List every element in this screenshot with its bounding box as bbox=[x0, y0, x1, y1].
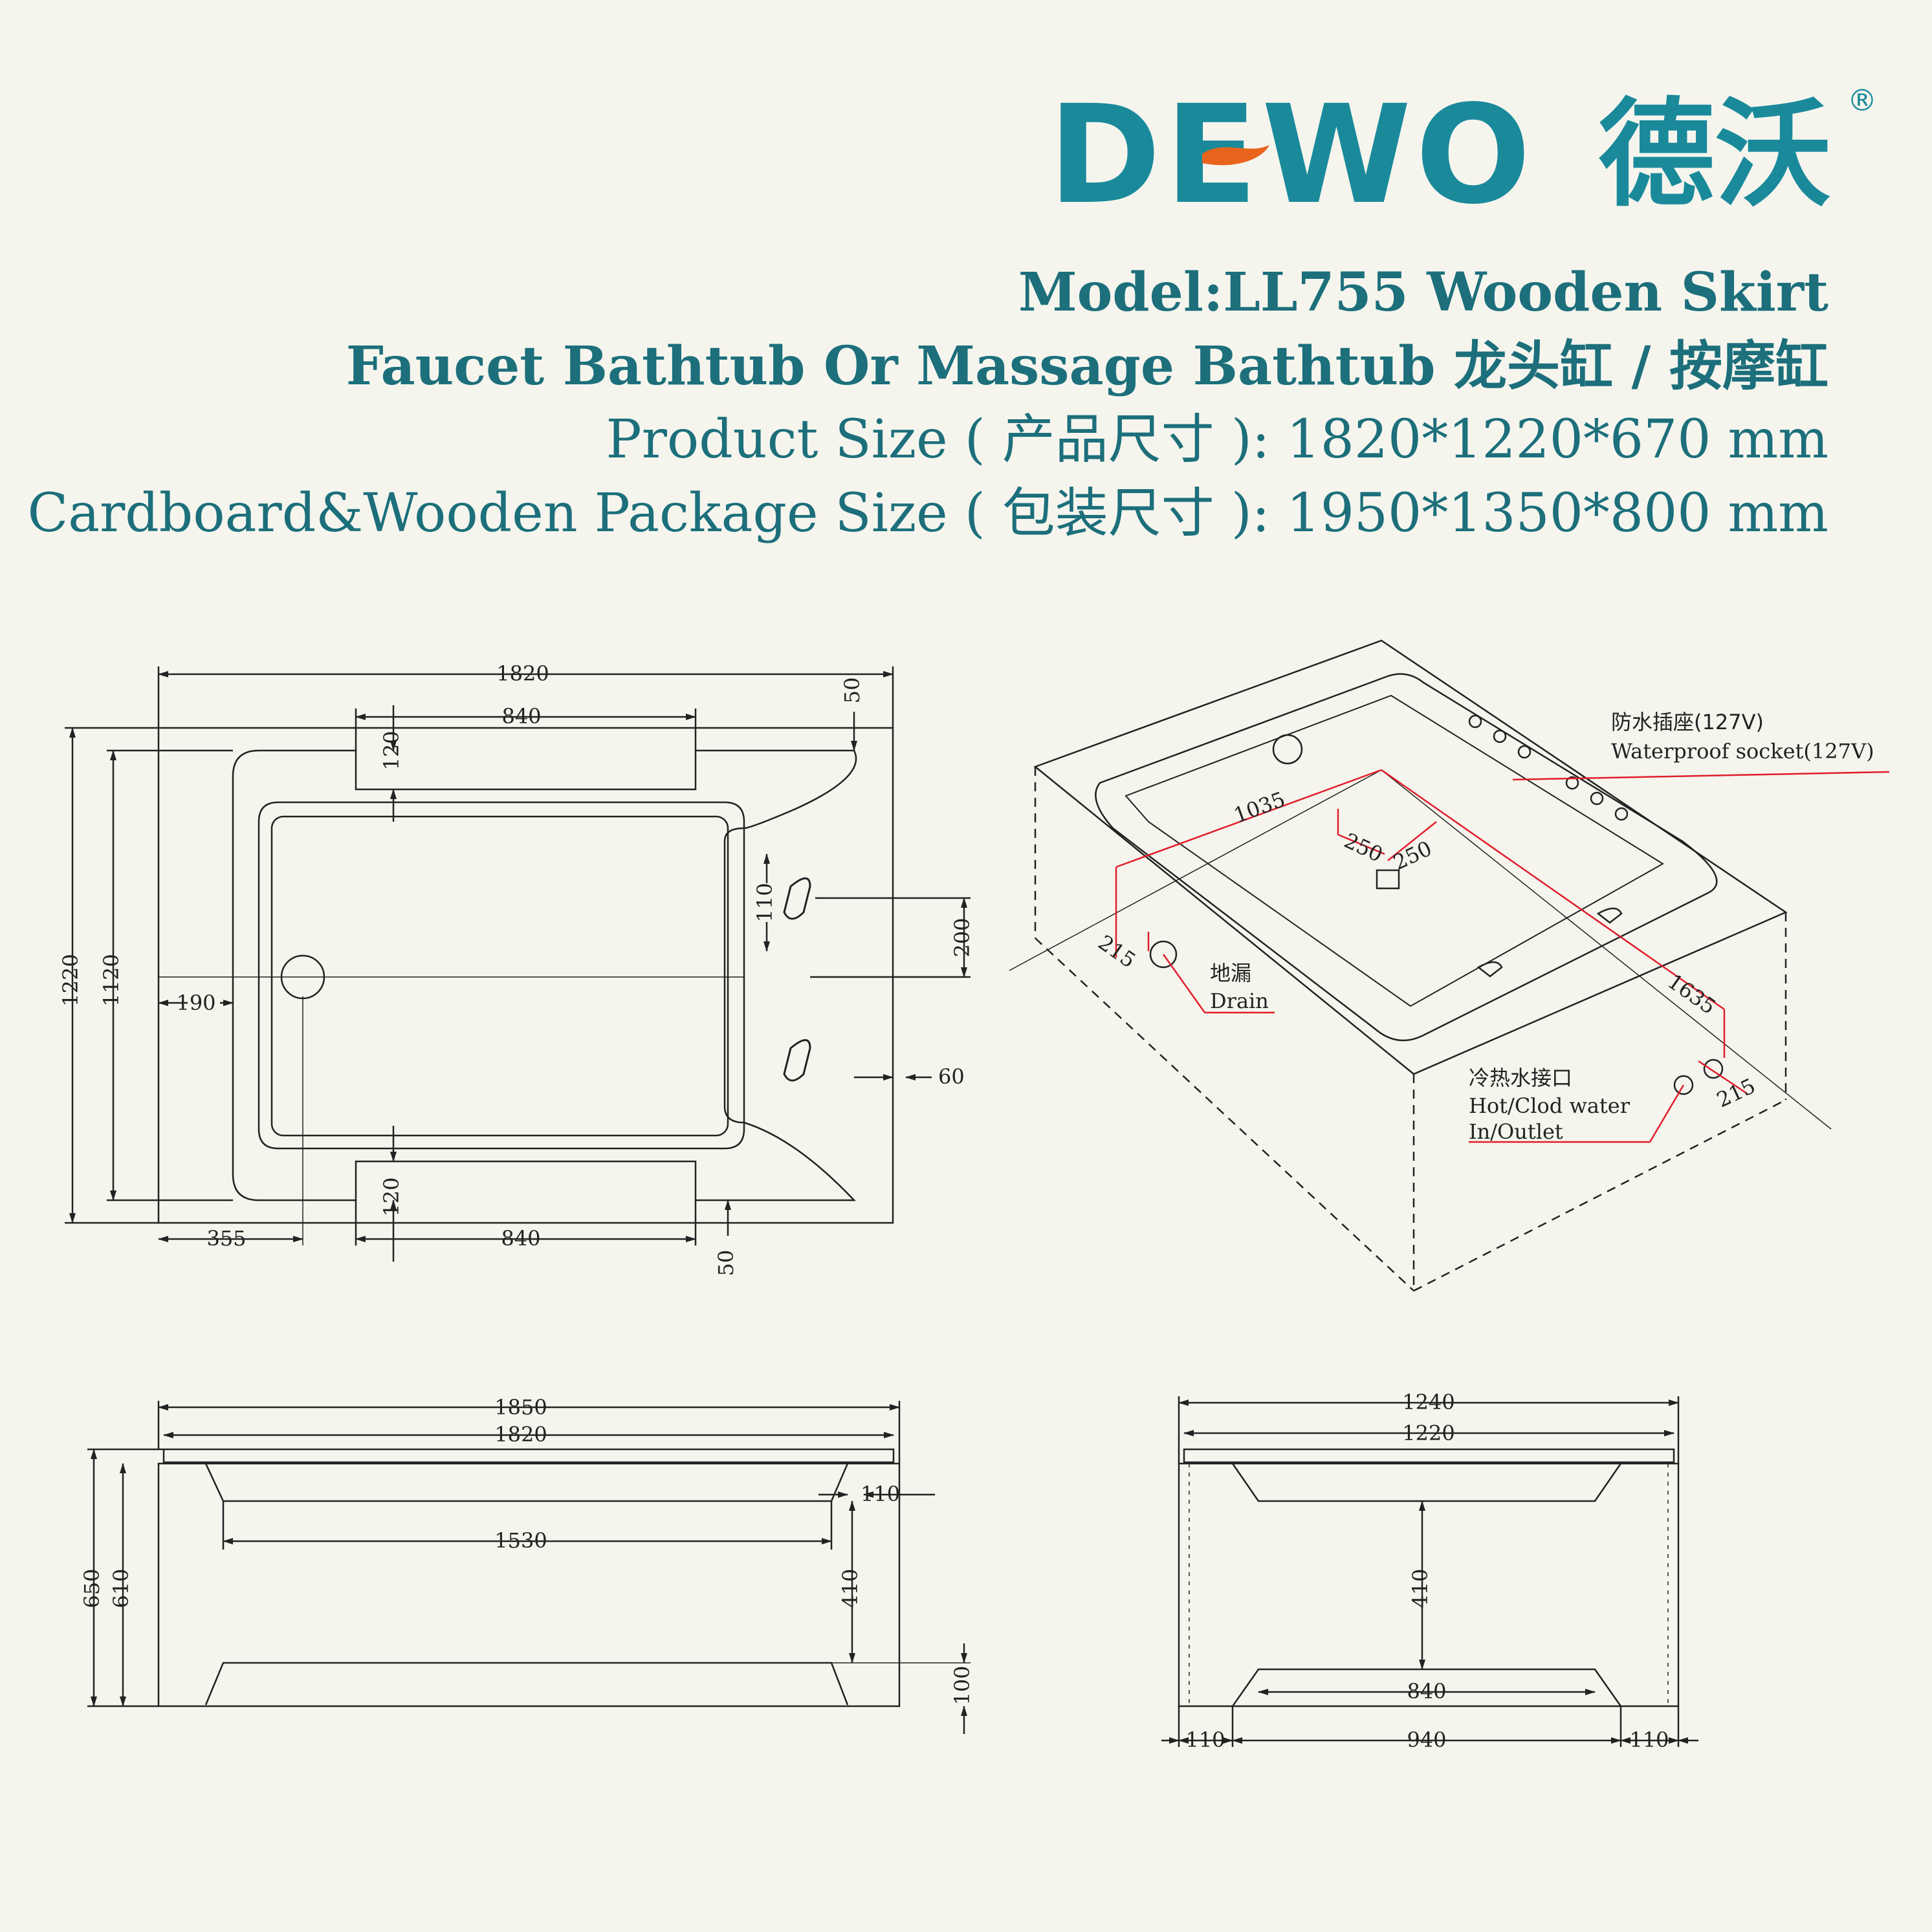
dim-right-offset: 60 bbox=[938, 1064, 965, 1089]
socket-label-en: Waterproof socket(127V) bbox=[1611, 739, 1874, 763]
tub-basin bbox=[258, 801, 745, 1150]
iso-pillow-2 bbox=[1476, 961, 1503, 978]
dim-armrest-depth-top: 120 bbox=[379, 730, 404, 770]
front-dim-rim: 110 bbox=[861, 1482, 900, 1506]
logo-swoosh bbox=[1202, 145, 1269, 166]
registered-mark: ® bbox=[1847, 83, 1877, 118]
front-dim-top-length: 1850 bbox=[494, 1395, 547, 1420]
logo-chinese: 德沃 bbox=[1598, 87, 1832, 223]
front-dim-depth: 410 bbox=[838, 1568, 862, 1608]
dim-armrest-top: 840 bbox=[501, 704, 541, 729]
iso-view bbox=[1009, 639, 1832, 1292]
iso-basin bbox=[1095, 673, 1718, 1042]
water-label-en-2: In/Outlet bbox=[1469, 1119, 1563, 1144]
side-dim-right-skirt: 110 bbox=[1629, 1728, 1669, 1752]
tub-rim bbox=[232, 749, 857, 1202]
dim-overall-length: 1820 bbox=[496, 661, 549, 686]
front-dim-length: 1820 bbox=[494, 1422, 547, 1447]
side-dim-center: 940 bbox=[1407, 1728, 1446, 1752]
logo-wordmark: DEWO bbox=[1048, 76, 1535, 234]
side-basin-top bbox=[1231, 1463, 1622, 1502]
iso-inlet-1 bbox=[1673, 1075, 1694, 1095]
tub-floor bbox=[270, 815, 729, 1137]
water-label-en-1: Hot/Clod water bbox=[1469, 1093, 1630, 1118]
drain-label-en: Drain bbox=[1210, 989, 1269, 1013]
brand-logo: DEWO 德沃 ® bbox=[1048, 76, 1877, 234]
front-dim-height-total: 650 bbox=[80, 1568, 104, 1608]
side-dim-bottom-width: 840 bbox=[1407, 1679, 1446, 1704]
model-title: Model:LL755 Wooden Skirt bbox=[1018, 261, 1828, 324]
top-view-labels: 1820 840 1220 1120 120 120 50 50 190 355… bbox=[58, 661, 974, 1276]
package-size: Cardboard&Wooden Package Size ( 包装尺寸 ): … bbox=[27, 483, 1828, 544]
dim-inner-width: 1120 bbox=[99, 954, 124, 1006]
side-body bbox=[1178, 1462, 1680, 1707]
iso-dim-length: 1035 bbox=[1231, 787, 1289, 828]
iso-dim-length-long: 1635 bbox=[1663, 969, 1720, 1019]
dim-overall-width: 1220 bbox=[58, 954, 83, 1006]
dim-armrest-bottom: 840 bbox=[501, 1226, 540, 1251]
top-view bbox=[65, 666, 971, 1262]
front-basin-top bbox=[204, 1463, 849, 1502]
dim-edge-top: 50 bbox=[840, 677, 864, 704]
dim-armrest-depth-bottom: 120 bbox=[379, 1177, 404, 1216]
dim-drain-offset: 190 bbox=[176, 991, 215, 1015]
iso-inlet-2 bbox=[1703, 1059, 1724, 1079]
water-label-cn: 冷热水接口 bbox=[1469, 1066, 1572, 1090]
top-outline bbox=[157, 727, 894, 1224]
product-size: Product Size ( 产品尺寸 ): 1820*1220*670 mm bbox=[606, 409, 1828, 470]
socket-label-cn: 防水插座(127V) bbox=[1611, 710, 1764, 734]
side-dim-left-skirt: 110 bbox=[1185, 1728, 1225, 1752]
side-view bbox=[1161, 1396, 1698, 1747]
iso-dim-sq-a: 250 bbox=[1341, 828, 1387, 867]
drain-label-cn: 地漏 bbox=[1210, 961, 1251, 985]
front-dim-base: 100 bbox=[950, 1665, 974, 1705]
iso-dim-drain-offset: 215 bbox=[1093, 930, 1140, 972]
iso-jet-panel bbox=[1376, 869, 1400, 890]
front-view bbox=[87, 1401, 971, 1734]
dim-left-offset: 355 bbox=[206, 1226, 246, 1251]
side-basin-bottom bbox=[1231, 1668, 1622, 1707]
product-info: Model:LL755 Wooden Skirt Faucet Bathtub … bbox=[27, 256, 1828, 551]
front-dim-height-body: 610 bbox=[109, 1568, 133, 1608]
front-top-rim bbox=[162, 1448, 895, 1464]
dim-edge-bottom: 50 bbox=[714, 1250, 738, 1277]
product-type: Faucet Bathtub Or Massage Bathtub 龙头缸 / … bbox=[346, 335, 1828, 397]
iso-pillow-1 bbox=[1596, 907, 1623, 924]
front-basin-bottom bbox=[204, 1662, 849, 1706]
iso-dim-inlet-offset: 215 bbox=[1713, 1073, 1759, 1112]
pillow-bottom bbox=[783, 1039, 811, 1082]
side-dim-depth: 410 bbox=[1408, 1568, 1433, 1608]
dim-pillow-offset: 200 bbox=[950, 917, 974, 957]
front-dim-inner-length: 1530 bbox=[494, 1528, 547, 1553]
front-view-labels: 1850 1820 1530 650 610 110 410 100 bbox=[80, 1395, 974, 1706]
front-body bbox=[157, 1462, 901, 1707]
side-dim-top-width: 1240 bbox=[1402, 1390, 1454, 1414]
dim-pillow-height: 110 bbox=[752, 883, 777, 922]
pillow-top bbox=[783, 877, 811, 920]
side-top-rim bbox=[1183, 1448, 1675, 1464]
iso-overflow bbox=[1272, 734, 1303, 765]
iso-red-dims bbox=[1115, 769, 1890, 1143]
side-view-labels: 1240 1220 410 840 110 940 110 bbox=[1185, 1390, 1669, 1752]
iso-dim-sq-b: 250 bbox=[1389, 836, 1435, 875]
side-dim-width: 1220 bbox=[1402, 1421, 1454, 1445]
iso-drain bbox=[1149, 940, 1178, 969]
